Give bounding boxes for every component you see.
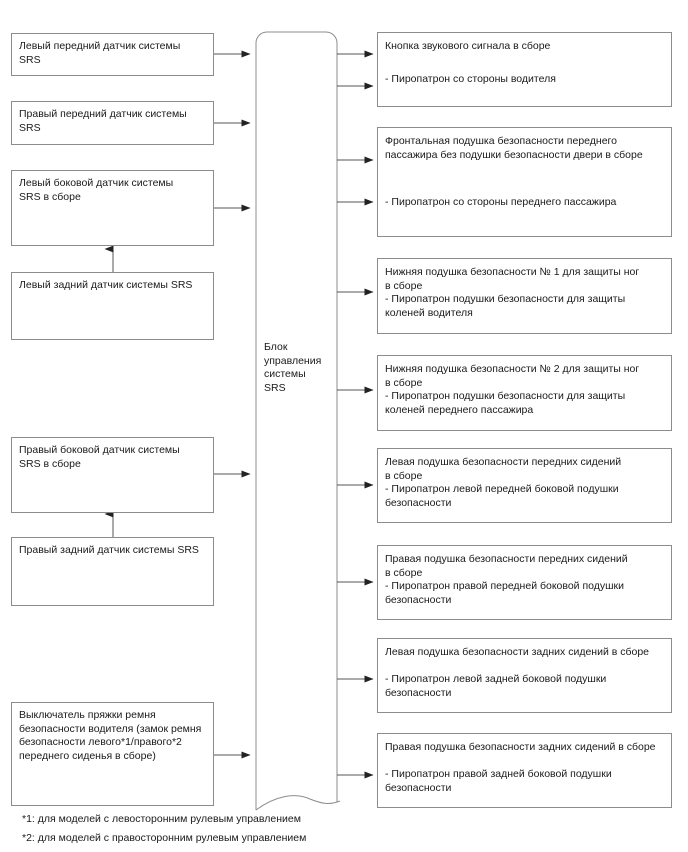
input-box-left-rear-sensor[interactable]: Левый задний датчик системы SRS [11, 272, 214, 340]
input-label: Левый боковой датчик системы SRS в сборе [19, 177, 174, 203]
footnote-1: *1: для моделей с левосторонним рулевым … [22, 813, 301, 825]
input-label: Левый задний датчик системы SRS [19, 279, 193, 291]
output-primary-label: Левая подушка безопасности передних сиде… [385, 456, 622, 482]
output-box-front-left-side-airbag[interactable]: Левая подушка безопасности передних сиде… [377, 448, 672, 523]
output-box-knee-airbag-no1[interactable]: Нижняя подушка безопасности № 1 для защи… [377, 258, 672, 334]
input-box-right-front-sensor[interactable]: Правый передний датчик системы SRS [11, 101, 214, 145]
output-primary-label: Левая подушка безопасности задних сидени… [385, 646, 650, 658]
input-label: Правый задний датчик системы SRS [19, 544, 199, 556]
output-box-front-passenger-airbag[interactable]: Фронтальная подушка безопасности передне… [377, 127, 672, 237]
input-box-right-rear-sensor[interactable]: Правый задний датчик системы SRS [11, 537, 214, 606]
input-label: Правый боковой датчик системы SRS в сбор… [19, 444, 180, 470]
output-primary-label: Кнопка звукового сигнала в сборе [385, 40, 551, 52]
output-primary-label: Фронтальная подушка безопасности передне… [385, 135, 643, 161]
output-primary-label: Нижняя подушка безопасности № 2 для защи… [385, 363, 640, 389]
input-box-left-side-sensor[interactable]: Левый боковой датчик системы SRS в сборе [11, 170, 214, 246]
output-secondary-label: - Пиропатрон со стороны переднего пассаж… [385, 196, 617, 208]
output-box-horn-button-assembly[interactable]: Кнопка звукового сигнала в сборе - Пироп… [377, 32, 672, 107]
output-box-rear-left-side-airbag[interactable]: Левая подушка безопасности задних сидени… [377, 638, 672, 713]
input-label: Выключатель пряжки ремня безопасности во… [19, 709, 202, 762]
output-secondary-label: - Пиропатрон левой передней боковой поду… [385, 483, 619, 509]
output-box-knee-airbag-no2[interactable]: Нижняя подушка безопасности № 2 для защи… [377, 355, 672, 431]
output-secondary-label: - Пиропатрон правой передней боковой под… [385, 580, 625, 606]
input-box-right-side-sensor[interactable]: Правый боковой датчик системы SRS в сбор… [11, 437, 214, 513]
output-secondary-label: - Пиропатрон со стороны водителя [385, 73, 556, 85]
input-box-left-front-sensor[interactable]: Левый передний датчик системы SRS [11, 33, 214, 76]
output-box-front-right-side-airbag[interactable]: Правая подушка безопасности передних сид… [377, 545, 672, 620]
output-primary-label: Правая подушка безопасности задних сиден… [385, 741, 656, 753]
input-label: Правый передний датчик системы SRS [19, 108, 187, 134]
output-secondary-label: - Пиропатрон правой задней боковой подуш… [385, 768, 612, 794]
output-box-rear-right-side-airbag[interactable]: Правая подушка безопасности задних сиден… [377, 733, 672, 808]
output-primary-label: Правая подушка безопасности передних сид… [385, 553, 628, 579]
control-unit-label: Блок управления системы SRS [264, 341, 322, 394]
input-box-driver-buckle-switch[interactable]: Выключатель пряжки ремня безопасности во… [11, 702, 214, 806]
footnote-2: *2: для моделей с правосторонним рулевым… [22, 832, 307, 844]
output-secondary-label: - Пиропатрон подушки безопасности для за… [385, 293, 626, 319]
input-label: Левый передний датчик системы SRS [19, 40, 181, 66]
output-primary-label: Нижняя подушка безопасности № 1 для защи… [385, 266, 640, 292]
output-secondary-label: - Пиропатрон подушки безопасности для за… [385, 390, 626, 416]
output-secondary-label: - Пиропатрон левой задней боковой подушк… [385, 673, 607, 699]
